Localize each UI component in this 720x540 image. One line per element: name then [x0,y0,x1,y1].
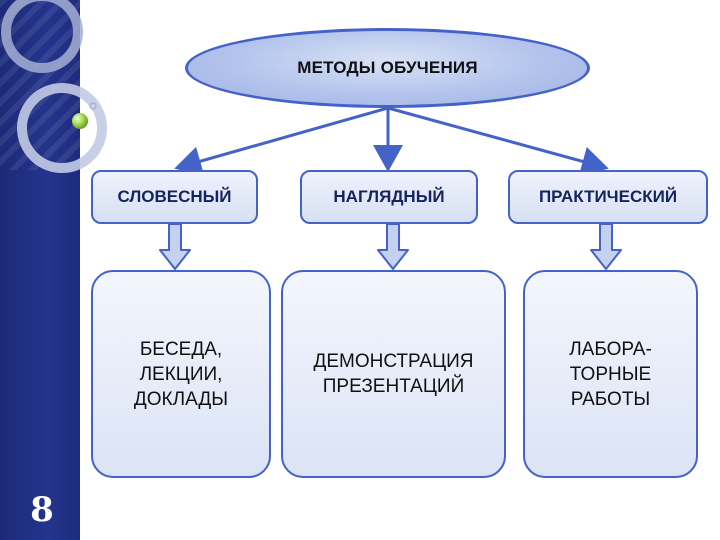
block-arrow-1 [159,223,191,270]
block-arrow-3 [590,223,622,270]
example-box-practical: ЛАБОРА- ТОРНЫЕ РАБОТЫ [523,270,698,478]
method-box-visual: НАГЛЯДНЫЙ [300,170,478,224]
block-arrow-2 [377,223,409,270]
example-box-visual: ДЕМОНСТРАЦИЯ ПРЕЗЕНТАЦИЙ [281,270,506,478]
method-label: ПРАКТИЧЕСКИЙ [538,187,678,206]
arrow-to-method-3 [387,106,609,176]
arrow-to-method-1 [174,106,389,176]
method-label: СЛОВЕСНЫЙ [117,187,232,206]
example-box-verbal: БЕСЕДА, ЛЕКЦИИ, ДОКЛАДЫ [91,270,271,478]
root-label: МЕТОДЫ ОБУЧЕНИЯ [297,58,478,77]
method-label: НАГЛЯДНЫЙ [333,187,445,206]
example-label: ДЕМОНСТРАЦИЯ ПРЕЗЕНТАЦИЙ [313,351,474,397]
root-node: МЕТОДЫ ОБУЧЕНИЯ [185,28,590,108]
slide-number: 8 [30,490,54,530]
method-box-verbal: СЛОВЕСНЫЙ [91,170,258,224]
example-label: ЛАБОРА- ТОРНЫЕ РАБОТЫ [569,338,652,410]
method-box-practical: ПРАКТИЧЕСКИЙ [508,170,708,224]
example-label: БЕСЕДА, ЛЕКЦИИ, ДОКЛАДЫ [133,338,229,410]
